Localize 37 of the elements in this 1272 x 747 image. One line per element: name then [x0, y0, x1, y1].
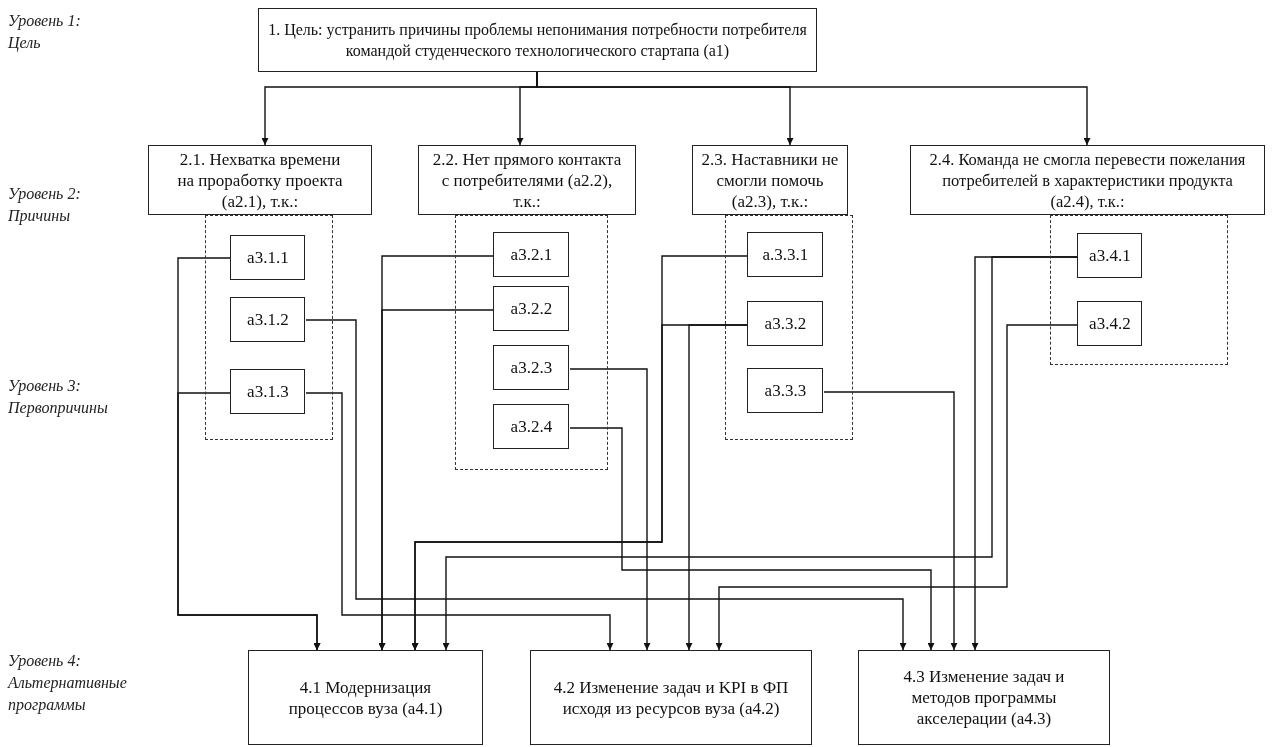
- process-box: a3.1.3: [230, 369, 306, 415]
- level-label: Уровень 3: Первопричины: [8, 376, 109, 419]
- arrow: [305, 392, 614, 651]
- process-box: 2.2. Нет прямого контакта с потребителями (a2.2), т.к.:: [418, 145, 636, 215]
- level-label: Уровень 2: Причины: [8, 184, 82, 227]
- process-box: a3.1.2: [230, 297, 306, 343]
- process-box: a3.2.4: [493, 404, 570, 450]
- process-box: 4.2 Изменение задач и KPI в ФП исходя из ресурсов вуза (a4.2): [530, 650, 812, 745]
- process-box: a3.1.1: [230, 235, 306, 281]
- process-box: 2.1. Нехватка времени на проработку проекта (a2.1), т.к.:: [148, 145, 372, 215]
- arrow: [685, 324, 749, 651]
- process-box: a3.3.2: [747, 301, 824, 347]
- process-box: a3.4.1: [1077, 233, 1143, 279]
- arrow: [715, 324, 1079, 651]
- dashed-group-frame: [455, 215, 608, 470]
- arrow: [177, 392, 321, 651]
- level-label: Уровень 1: Цель: [8, 11, 82, 54]
- process-box: 2.4. Команда не смогла перевести пожелания потребителей в характеристики продукта (a2.4), т.к.:: [910, 145, 1265, 215]
- arrow: [823, 391, 958, 651]
- process-box: a3.2.3: [493, 345, 570, 391]
- process-box: 4.3 Изменение задач и методов программы акселерации (a4.3): [858, 650, 1110, 745]
- process-box: a3.3.3: [747, 368, 824, 414]
- dashed-group-frame: [205, 215, 333, 440]
- arrow: [305, 319, 907, 651]
- arrow: [569, 368, 651, 651]
- process-box: 4.1 Модернизация процессов вуза (a4.1): [248, 650, 483, 745]
- process-box: a3.2.1: [493, 232, 570, 278]
- process-box: a3.4.2: [1077, 301, 1143, 347]
- process-box: a3.2.2: [493, 286, 570, 332]
- dashed-group-frame: [1050, 215, 1228, 365]
- arrow: [442, 256, 1079, 651]
- process-box: a.3.3.1: [747, 232, 824, 278]
- arrow: [569, 427, 935, 651]
- level-label: Уровень 4: Альтернативные программы: [8, 651, 128, 716]
- process-box: 2.3. Наставники не смогли помочь (a2.3), т.к.:: [692, 145, 848, 215]
- dashed-group-frame: [725, 215, 853, 440]
- process-box: 1. Цель: устранить причины проблемы непонимания потребности потребителя командой студенческого технологического стартапа (a1): [258, 8, 817, 72]
